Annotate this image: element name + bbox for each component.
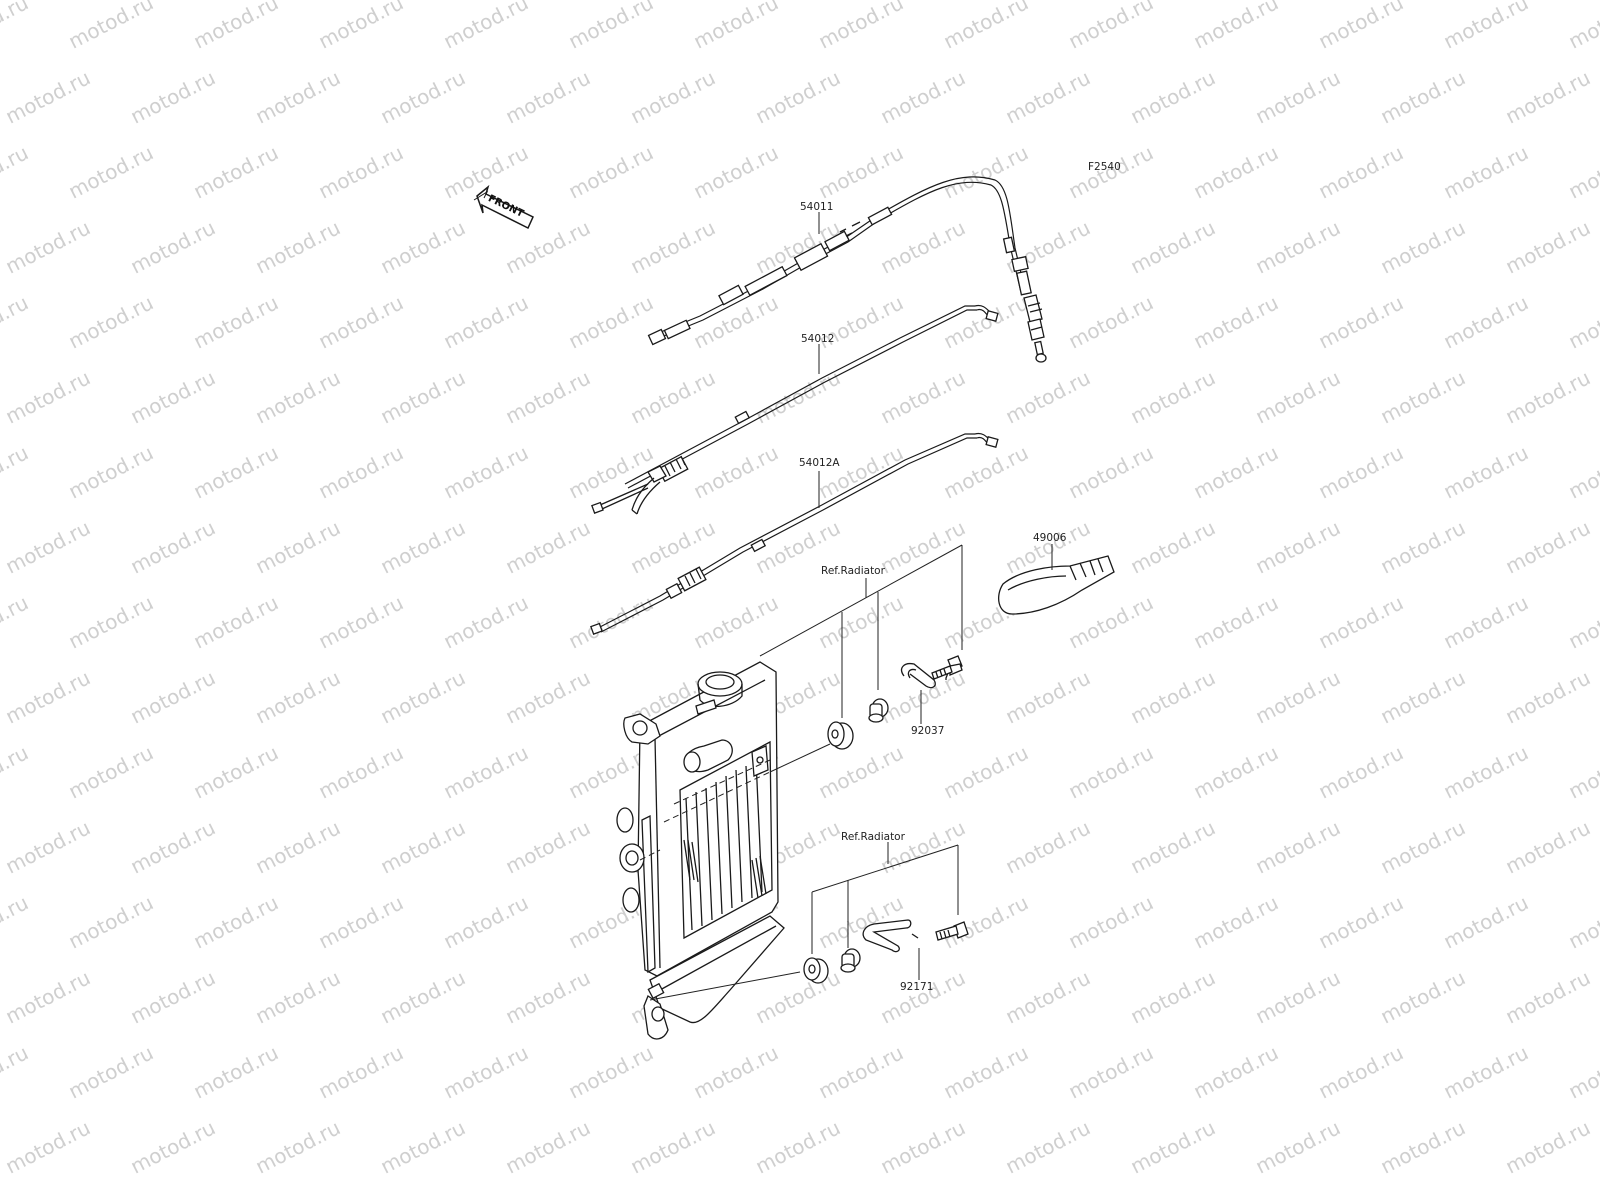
- clip-92171[interactable]: [862, 919, 919, 953]
- part-49006-boot[interactable]: [997, 555, 1115, 615]
- part-number-54011: 54011: [800, 201, 833, 213]
- leader-grommet-upper: [769, 743, 831, 773]
- cable-54011[interactable]: [647, 176, 1047, 363]
- cable-54012a[interactable]: [590, 432, 999, 635]
- ref-bracket-lower: [811, 842, 959, 954]
- grommet-lower[interactable]: [803, 957, 829, 984]
- front-arrow-icon: FRONT: [473, 184, 534, 230]
- part-number-54012: 54012: [801, 333, 834, 345]
- bolt-lower[interactable]: [935, 921, 969, 941]
- collar-lower[interactable]: [840, 948, 861, 973]
- part-number-92171: 92171: [900, 981, 933, 993]
- ref-bracket-upper: [759, 544, 963, 718]
- leader-rail-top: [673, 759, 771, 805]
- leader-grommet-lower: [649, 971, 801, 1001]
- cable-54012[interactable]: [591, 304, 999, 515]
- ref-radiator-lower-label: Ref.Radiator: [841, 831, 906, 843]
- diagram-code: F2540: [1088, 161, 1121, 173]
- ref-radiator-upper-label: Ref.Radiator: [821, 565, 886, 577]
- clip-92037[interactable]: [900, 662, 936, 689]
- part-number-49006: 49006: [1033, 532, 1067, 544]
- part-number-54012a: 54012A: [799, 457, 840, 469]
- collar-upper[interactable]: [868, 698, 889, 723]
- radiator: [616, 661, 785, 1040]
- part-number-92037: 92037: [911, 725, 944, 737]
- bolt-upper[interactable]: [931, 655, 963, 680]
- leader-rail-upper: [639, 849, 661, 861]
- grommet-upper[interactable]: [827, 721, 854, 750]
